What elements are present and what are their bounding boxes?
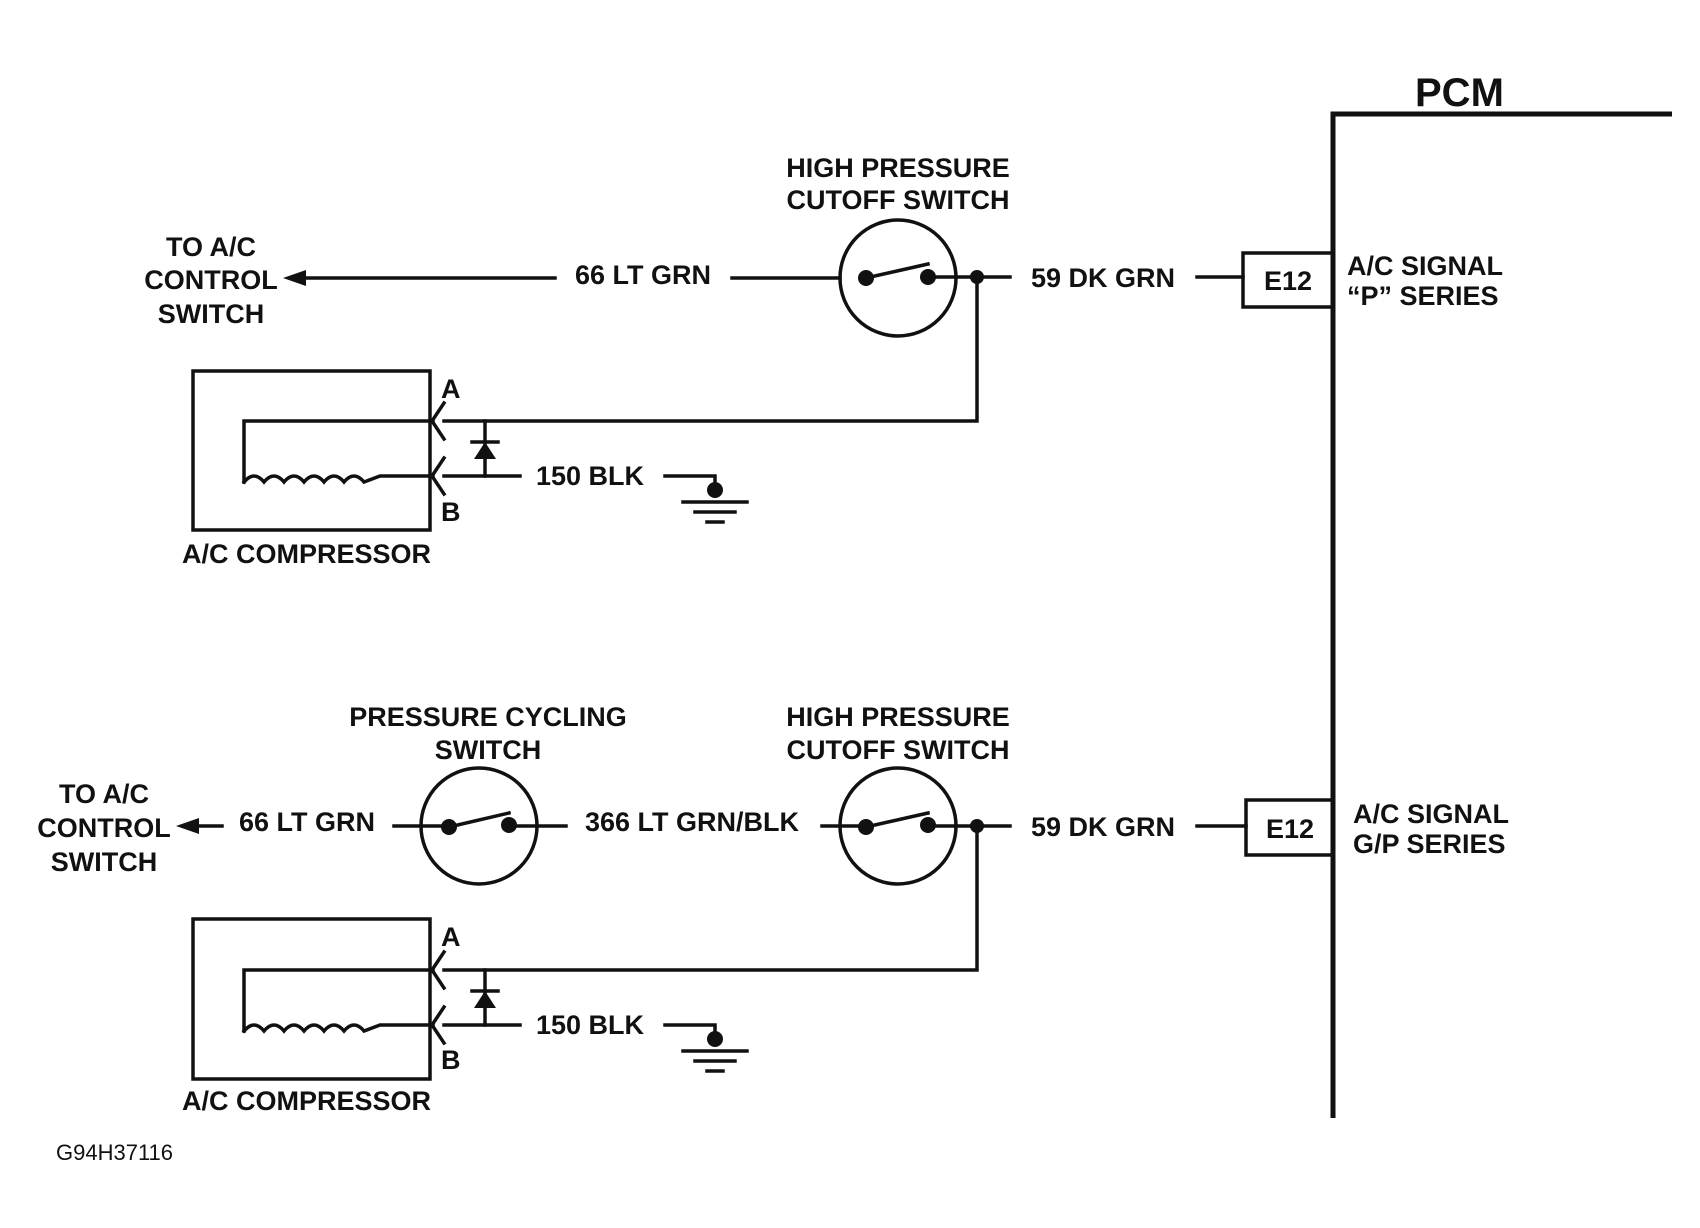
diode: [470, 419, 500, 478]
terminal-a-icon: [429, 400, 447, 442]
cycling-switch-label-line1: PRESSURE CYCLING: [349, 702, 627, 732]
pin-b-label: B: [441, 497, 461, 527]
arrow-left-icon: [176, 818, 199, 834]
diode-triangle: [474, 991, 496, 1008]
ac-signal-label-line1: A/C SIGNAL: [1353, 799, 1509, 829]
coil-lead: [242, 968, 435, 1033]
wire-150-blk-label: 150 BLK: [536, 1010, 645, 1040]
wire-59-dk-grn-label: 59 DK GRN: [1031, 812, 1175, 842]
wire-66-lt-grn-label: 66 LT GRN: [239, 807, 375, 837]
terminal-b-icon: [429, 455, 447, 497]
wire-366-lt-grn-blk-label: 366 LT GRN/BLK: [585, 807, 800, 837]
circuit-p-series: TO A/C CONTROL SWITCH 66 LT GRN HIGH PRE…: [144, 153, 1503, 569]
compressor-label: A/C COMPRESSOR: [182, 1086, 431, 1116]
connector-box: [1241, 251, 1335, 309]
hp-switch-label-line2: CUTOFF SWITCH: [787, 735, 1010, 765]
pin-a-label: A: [441, 922, 461, 952]
hp-switch-label-line2: CUTOFF SWITCH: [787, 185, 1010, 215]
ac-signal-label-line2: G/P SERIES: [1353, 829, 1506, 859]
wire-150-blk-label: 150 BLK: [536, 461, 645, 491]
compressor-box: [191, 917, 432, 1081]
diode-triangle: [474, 442, 496, 459]
connector-e12-label: E12: [1266, 814, 1314, 844]
arrow-left-icon: [283, 270, 306, 286]
to-control-switch-line3: SWITCH: [51, 847, 157, 877]
compressor-label: A/C COMPRESSOR: [182, 539, 431, 569]
switch-terminal: [858, 270, 874, 286]
switch-contact-arm: [446, 810, 512, 830]
ground-dot: [707, 482, 723, 498]
hp-switch-label-line1: HIGH PRESSURE: [786, 702, 1010, 732]
connector-e12: E12: [1244, 798, 1335, 857]
switch-terminal: [441, 819, 457, 835]
connector-box: [1244, 798, 1335, 857]
terminal-b-icon: [429, 1004, 447, 1046]
switch-terminal: [858, 819, 874, 835]
connector-e12: E12: [1241, 251, 1335, 309]
clutch-coil: [241, 474, 435, 485]
pin-b-label: B: [441, 1045, 461, 1075]
wire-59-dk-grn-label: 59 DK GRN: [1031, 263, 1175, 293]
circuit-gp-series: TO A/C CONTROL SWITCH 66 LT GRN PRESSURE…: [37, 702, 1509, 1116]
ac-signal-label-line2: “P” SERIES: [1347, 281, 1499, 311]
to-control-switch-line2: CONTROL: [37, 813, 170, 843]
pin-a-label: A: [441, 374, 461, 404]
terminal-a-icon: [429, 949, 447, 991]
switch-contact-arm: [863, 261, 931, 281]
to-control-switch-line1: TO A/C: [166, 232, 256, 262]
connector-e12-label: E12: [1264, 266, 1312, 296]
ground-icon: [663, 474, 749, 524]
compressor-box: [191, 369, 432, 532]
switch-contact-arm: [863, 810, 931, 830]
cycling-switch-label-line2: SWITCH: [435, 735, 541, 765]
ground-dot: [707, 1031, 723, 1047]
ac-compressor: [191, 917, 447, 1081]
compressor-feed-wire: [442, 275, 979, 423]
hp-switch-label-line1: HIGH PRESSURE: [786, 153, 1010, 183]
ground-icon: [663, 1023, 749, 1073]
ac-signal-label-line1: A/C SIGNAL: [1347, 251, 1503, 281]
pcm-label: PCM: [1415, 71, 1504, 115]
figure-id: G94H37116: [56, 1140, 173, 1165]
ac-compressor: [191, 369, 447, 532]
wire-66-lt-grn-label: 66 LT GRN: [575, 260, 711, 290]
to-control-switch-line1: TO A/C: [59, 779, 149, 809]
to-control-switch-line2: CONTROL: [144, 265, 277, 295]
diode: [470, 968, 500, 1027]
pcm-module: PCM: [1330, 71, 1672, 1118]
coil-lead: [242, 419, 435, 484]
pcm-boundary: [1330, 111, 1672, 1118]
to-control-switch-line3: SWITCH: [158, 299, 264, 329]
clutch-coil: [241, 1023, 435, 1034]
compressor-feed-wire: [442, 824, 979, 972]
